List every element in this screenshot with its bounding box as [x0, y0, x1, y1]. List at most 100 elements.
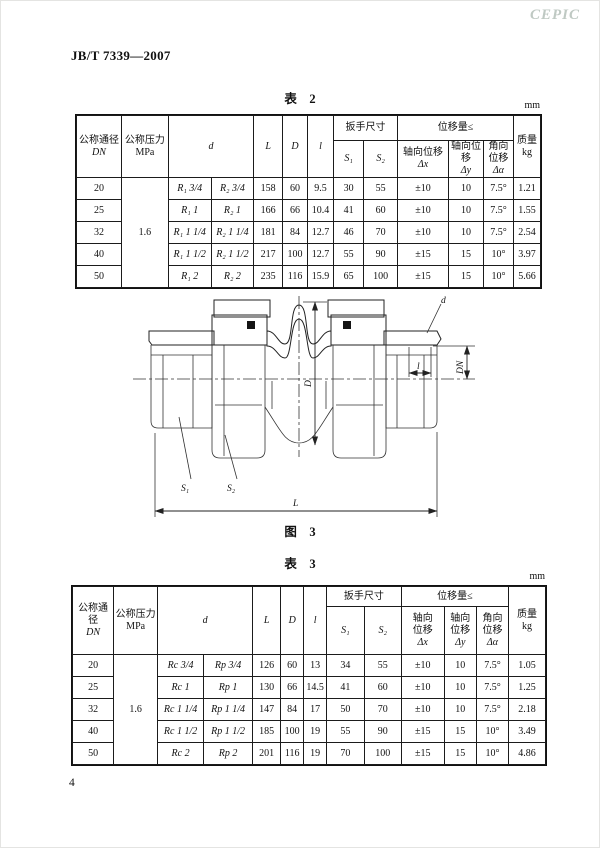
- table3-caption: 表 3: [284, 557, 316, 571]
- cell: 32: [76, 221, 122, 244]
- left-seal-ring: [247, 321, 255, 329]
- cell: 50: [76, 265, 122, 288]
- right-seal-ring: [343, 321, 351, 329]
- dim-label-dn: DN: [456, 360, 466, 375]
- cell: 40: [71, 720, 115, 743]
- document-number: JB/T 7339—2007: [71, 48, 171, 63]
- cell: 40: [76, 243, 122, 266]
- dim-label-L: L: [292, 499, 298, 509]
- cell: R₂ 1 1/4: [210, 221, 255, 244]
- cell: 126: [252, 654, 282, 677]
- cell: 25: [76, 199, 122, 222]
- cell: 60: [281, 177, 309, 200]
- cell: 100: [281, 243, 309, 266]
- cell: R₂ 1: [210, 199, 255, 222]
- left-union-nut-cap-section: [213, 299, 271, 318]
- cell: 41: [325, 676, 365, 699]
- cell: Rc 1 1/4: [157, 698, 204, 721]
- cell: ±10: [397, 177, 450, 200]
- header-cell-l: l: [307, 115, 335, 178]
- cell: 50: [71, 742, 115, 765]
- cell: 60: [280, 654, 305, 677]
- cell: 70: [363, 698, 402, 721]
- table2-unit-label: mm: [524, 100, 540, 111]
- header-cell-L: L: [253, 115, 283, 178]
- header-cell-d: d: [157, 586, 254, 655]
- cell: R₂ 1 1/2: [210, 243, 255, 266]
- cell: ±15: [397, 265, 450, 288]
- header-cell-s1: S₁: [333, 140, 365, 178]
- header-cell-displacement: 位移量≤: [400, 586, 510, 607]
- cell: 50: [325, 698, 365, 721]
- cell: 4.86: [508, 742, 546, 765]
- cell: 14.5: [303, 676, 327, 699]
- cell: 34: [325, 654, 365, 677]
- cell: 12.7: [307, 243, 335, 266]
- dim-label-s2: S₂: [227, 484, 236, 494]
- left-union-body-section: [211, 314, 268, 346]
- cell: 7.5°: [475, 698, 510, 721]
- cell: Rp 1: [202, 676, 254, 699]
- right-union-nut-cap-section: [327, 299, 385, 318]
- cell: Rc 3/4: [157, 654, 204, 677]
- cell: 10°: [475, 720, 510, 743]
- cell: 46: [333, 221, 365, 244]
- cell: Rc 1: [157, 676, 204, 699]
- cell: 15: [443, 720, 477, 743]
- page-number: 4: [69, 777, 75, 789]
- cell: ±10: [400, 676, 445, 699]
- cell: 116: [280, 742, 305, 765]
- table2-caption: 表 2: [284, 92, 316, 106]
- cell: Rc 2: [157, 742, 204, 765]
- cell: Rp 3/4: [202, 654, 254, 677]
- cell: ±15: [400, 742, 445, 765]
- cell: 166: [253, 199, 283, 222]
- cell: Rp 1 1/2: [202, 720, 254, 743]
- header-cell-D: D: [281, 115, 309, 178]
- cell: 90: [363, 243, 399, 266]
- cell: 10°: [482, 265, 515, 288]
- cell: 19: [303, 720, 327, 743]
- cell: 9.5: [307, 177, 335, 200]
- cell: 84: [281, 221, 309, 244]
- figure-3-caption: 图 3: [284, 525, 316, 539]
- cell: 17: [303, 698, 327, 721]
- cell: R₂ 3/4: [210, 177, 255, 200]
- header-cell-s1: S₁: [325, 606, 365, 655]
- table-row: 32 R₁ 1 1/4 R₂ 1 1/4 181 84 12.7 46 70 ±…: [76, 221, 541, 244]
- cell: 158: [253, 177, 283, 200]
- header-cell-L: L: [252, 586, 282, 655]
- cell: 10: [448, 221, 484, 244]
- cell: 2.54: [513, 221, 541, 244]
- cell: 5.66: [513, 265, 541, 288]
- cell: Rp 2: [202, 742, 254, 765]
- left-pipe-section: [148, 330, 215, 346]
- rubber-bellows-section: [266, 304, 332, 359]
- dim-label-D: D: [304, 380, 314, 388]
- cell: 10: [448, 177, 484, 200]
- cell: R₂ 2: [210, 265, 255, 288]
- cell: 55: [325, 720, 365, 743]
- cell: 10.4: [307, 199, 335, 222]
- cell: 12.7: [307, 221, 335, 244]
- cell: R₁ 1 1/4: [167, 221, 212, 244]
- cell: 41: [333, 199, 365, 222]
- cell: 7.5°: [482, 177, 515, 200]
- cell: ±10: [397, 221, 450, 244]
- cell: 32: [71, 698, 115, 721]
- cell: 10: [443, 698, 477, 721]
- cell: 55: [363, 177, 399, 200]
- cell: 235: [253, 265, 283, 288]
- cell: R₁ 3/4: [167, 177, 212, 200]
- cell: ±10: [400, 698, 445, 721]
- cell: 20: [76, 177, 122, 200]
- cell: 15: [443, 742, 477, 765]
